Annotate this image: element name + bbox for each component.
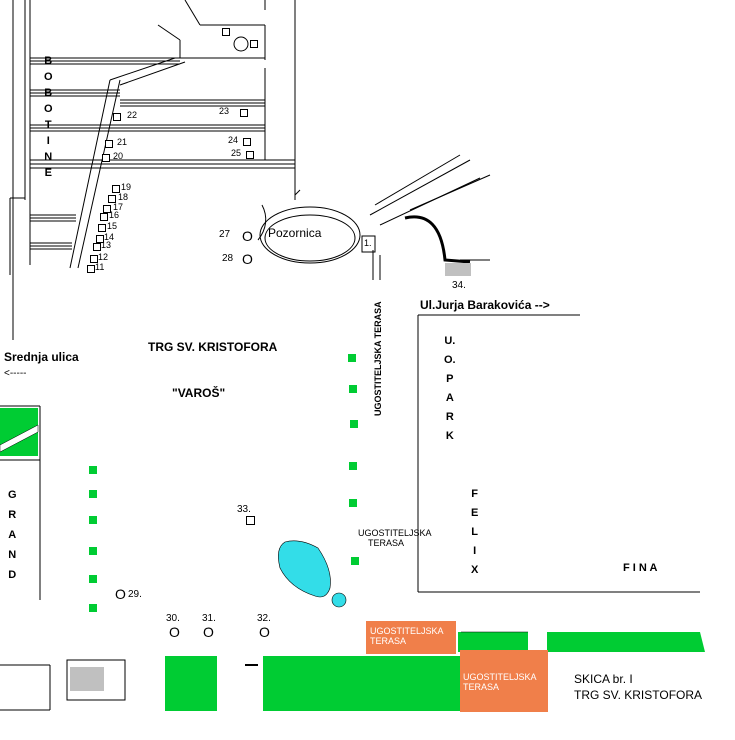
square-title: TRG SV. KRISTOFORA <box>148 340 278 354</box>
stall-number: 19 <box>121 182 132 192</box>
stall-number: 17 <box>113 202 124 212</box>
terrace-right-label: UGOSTITELJSKA TERASA <box>358 528 432 549</box>
stall-square <box>108 195 116 203</box>
stall-number: 13 <box>101 240 112 250</box>
point-30-circle: O <box>169 624 180 640</box>
terrace-vertical-label: UGOSTITELJSKA TERASA <box>373 301 383 416</box>
stall-number: 11 <box>95 262 105 272</box>
stall-square <box>90 255 98 263</box>
terrace-orange-left <box>366 621 456 654</box>
fountain <box>278 540 331 598</box>
stall-square <box>98 224 106 232</box>
stall-number: 22 <box>127 110 138 120</box>
stall-square <box>103 205 111 213</box>
stall-square <box>222 28 230 36</box>
point-33-square <box>246 516 255 525</box>
terrace-orange-left-label: UGOSTITELJSKA TERASA <box>370 626 444 647</box>
stall-square <box>105 140 113 148</box>
stall-square <box>102 154 110 162</box>
point-29-number: 29. <box>128 589 142 600</box>
point-27-number: 27 <box>219 229 231 240</box>
stall-square <box>87 265 95 273</box>
stall-square <box>112 185 120 193</box>
point-30-number: 30. <box>166 613 180 624</box>
srednja-ulica-arrow: <----- <box>4 368 27 379</box>
stall-number: 18 <box>118 192 129 202</box>
terrace-orange-right <box>460 650 548 712</box>
stall-square <box>96 235 104 243</box>
varos-label: "VAROŠ" <box>172 386 226 400</box>
stall-number: 23 <box>219 106 230 116</box>
stall-number: 20 <box>113 151 124 161</box>
point-32-circle: O <box>259 624 270 640</box>
stall-square <box>93 243 101 251</box>
point-28-circle: O <box>242 251 253 267</box>
stall-number: 12 <box>98 252 109 262</box>
stall-number: 24 <box>228 135 239 145</box>
stall-34-label: 34. <box>452 280 466 291</box>
stage-number: 1. <box>364 238 372 248</box>
pozornica-label: Pozornica <box>268 226 322 240</box>
stall-square <box>246 151 254 159</box>
stall-number: 21 <box>117 137 128 147</box>
point-31-circle: O <box>203 624 214 640</box>
point-28-number: 28 <box>222 253 234 264</box>
stall-number: 15 <box>107 221 118 231</box>
stall-square <box>243 138 251 146</box>
point-32-number: 32. <box>257 613 271 624</box>
stall-square <box>100 213 108 221</box>
fina-label: F I N A <box>623 562 658 574</box>
jurja-barakovica-street: Ul.Jurja Barakovića --> <box>420 298 550 312</box>
srednja-ulica-street: Srednja ulica <box>4 350 79 364</box>
point-31-number: 31. <box>202 613 216 624</box>
point-33-number: 33. <box>237 504 251 515</box>
stall-square <box>250 40 258 48</box>
point-27-circle: O <box>242 228 253 244</box>
stall-square <box>113 113 121 121</box>
terrace-orange-right-label: UGOSTITELJSKA TERASA <box>463 672 537 693</box>
stall-number: 14 <box>104 232 115 242</box>
sketch-caption: SKICA br. I TRG SV. KRISTOFORA <box>574 672 703 702</box>
stall-square <box>240 109 248 117</box>
stall-number: 25 <box>231 148 242 158</box>
stall-number: 16 <box>109 210 120 220</box>
point-29-circle: O <box>115 586 126 602</box>
